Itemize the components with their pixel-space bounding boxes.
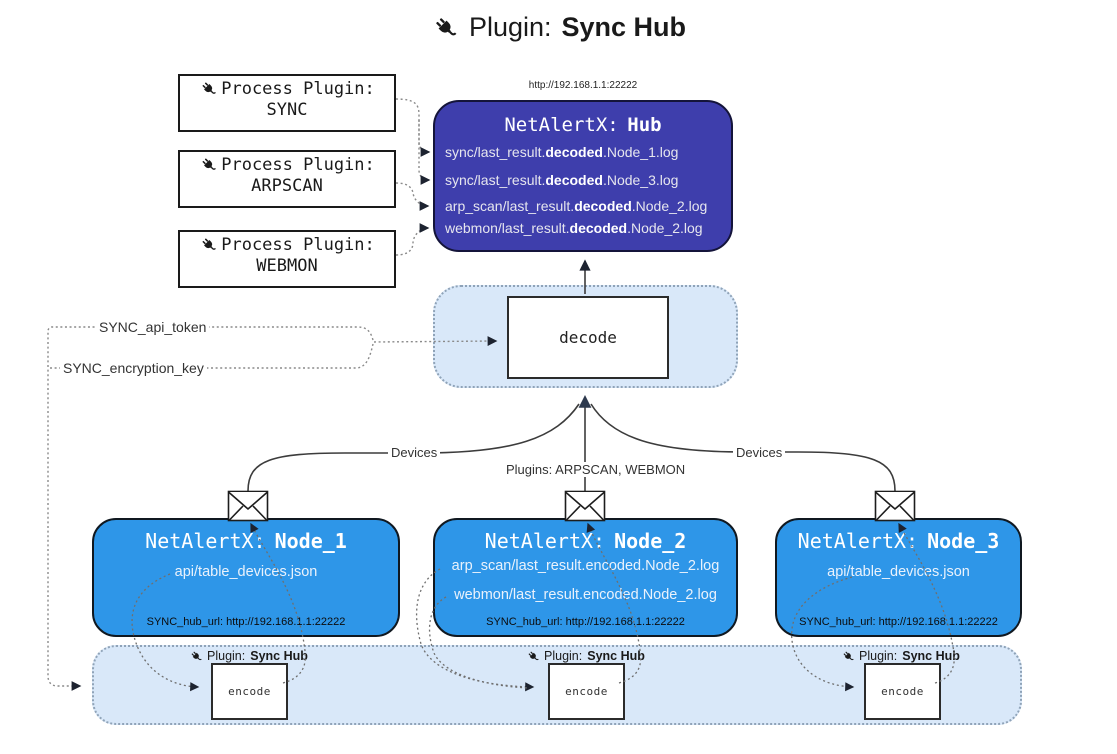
title-bold: Sync Hub: [561, 12, 687, 42]
label-sync-api-token: SYNC_api_token: [96, 319, 210, 335]
envelope-icon: [227, 490, 269, 522]
process-plugin-box-arpscan: Process Plugin: ARPSCAN: [178, 150, 396, 208]
decode-box: decode: [507, 296, 669, 379]
label-devices-right: Devices: [733, 445, 786, 460]
page-title: Plugin: Sync Hub: [0, 12, 1117, 43]
label-sync-encryption-key: SYNC_encryption_key: [60, 360, 207, 376]
node-footer: SYNC_hub_url: http://192.168.1.1:22222: [146, 616, 346, 628]
plug-icon: [199, 79, 219, 99]
node-title: NetAlertX:Node_2: [484, 529, 687, 553]
encoder-plugin-label: Plugin:Sync Hub: [189, 648, 308, 664]
node-1-box: NetAlertX:Node_1 api/table_devices.json …: [92, 518, 400, 637]
hub-name-bold: Hub: [627, 114, 662, 136]
hub-input-connectors: [395, 98, 431, 256]
process-plugin-name: ARPSCAN: [251, 176, 323, 196]
label-devices-left: Devices: [388, 445, 441, 460]
node-title: NetAlertX:Node_3: [797, 529, 1000, 553]
process-plugin-name: SYNC: [266, 100, 308, 120]
envelope-icon: [564, 490, 606, 522]
process-plugin-name: WEBMON: [256, 256, 318, 276]
node-content-line: arp_scan/last_result.encoded.Node_2.log: [451, 558, 720, 574]
hub-log-line: webmon/last_result.decoded.Node_2.log: [445, 220, 703, 236]
plug-icon: [431, 13, 461, 43]
process-plugin-box-sync: Process Plugin: SYNC: [178, 74, 396, 132]
process-plugin-label: Process Plugin:: [221, 79, 375, 99]
plug-icon: [189, 649, 204, 664]
encoder-plugin-label: Plugin:Sync Hub: [841, 648, 960, 664]
process-plugin-label: Process Plugin:: [221, 235, 375, 255]
decode-container: decode: [433, 285, 738, 388]
hub-url-label: http://192.168.1.1:22222: [528, 80, 638, 91]
encode-box: encode: [548, 663, 625, 720]
device-flow-curves: [247, 395, 896, 492]
node-content-line: api/table_devices.json: [827, 564, 970, 580]
title-prefix: Plugin:: [468, 12, 552, 42]
hub-title: NetAlertX: Hub: [435, 114, 731, 136]
hub-name-prefix: NetAlertX:: [504, 114, 619, 136]
node-content-line: api/table_devices.json: [174, 564, 318, 580]
hub-log-line: sync/last_result.decoded.Node_1.log: [445, 144, 679, 160]
node-footer: SYNC_hub_url: http://192.168.1.1:22222: [486, 616, 685, 628]
plug-icon: [199, 235, 219, 255]
hub-node: NetAlertX: Hub sync/last_result.decoded.N…: [433, 100, 733, 252]
label-plugins-mid: Plugins: ARPSCAN, WEBMON: [503, 462, 689, 477]
node-2-box: NetAlertX:Node_2 arp_scan/last_result.en…: [433, 518, 738, 637]
node-title: NetAlertX:Node_1: [145, 529, 347, 553]
node-content-line: webmon/last_result.encoded.Node_2.log: [454, 587, 717, 603]
hub-log-line: sync/last_result.decoded.Node_3.log: [445, 172, 679, 188]
encode-box: encode: [864, 663, 941, 720]
hub-log-line: arp_scan/last_result.decoded.Node_2.log: [445, 198, 708, 214]
plug-icon: [199, 155, 219, 175]
plug-icon: [526, 649, 541, 664]
process-plugin-box-webmon: Process Plugin: WEBMON: [178, 230, 396, 288]
node-footer: SYNC_hub_url: http://192.168.1.1:22222: [799, 616, 998, 628]
node-3-box: NetAlertX:Node_3 api/table_devices.json …: [775, 518, 1022, 637]
envelope-icon: [874, 490, 916, 522]
encoder-plugin-label: Plugin:Sync Hub: [526, 648, 645, 664]
encode-box: encode: [211, 663, 288, 720]
encode-container: Plugin:Sync Hub encode Plugin:Sync Hub e…: [92, 645, 1022, 725]
plug-icon: [841, 649, 856, 664]
process-plugin-label: Process Plugin:: [221, 155, 375, 175]
